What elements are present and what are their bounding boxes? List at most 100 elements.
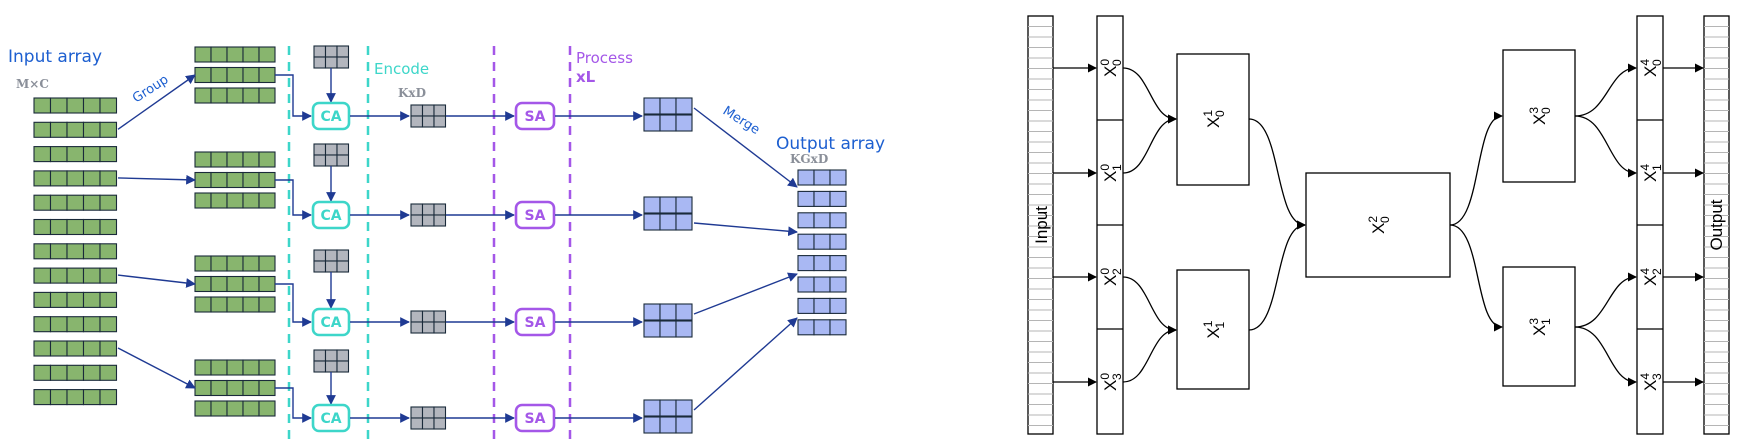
processed-row bbox=[643, 303, 693, 321]
left-diagram: Input array M×C Group Encode KxD Process… bbox=[8, 45, 885, 440]
token-row bbox=[313, 349, 350, 362]
ca-node bbox=[311, 307, 351, 337]
process-repeat-label: xL bbox=[576, 68, 596, 86]
input-array bbox=[33, 97, 118, 406]
processed-row bbox=[643, 416, 693, 434]
group-row bbox=[194, 192, 276, 209]
output-row bbox=[797, 276, 847, 293]
output-stripes bbox=[1704, 26, 1729, 426]
ca-node-label: CA bbox=[320, 315, 341, 331]
input-row bbox=[33, 364, 118, 381]
group-row bbox=[194, 46, 276, 63]
latent-array bbox=[410, 310, 447, 334]
node-label-x0-2: X02 bbox=[1098, 268, 1124, 286]
latent-row bbox=[410, 104, 447, 117]
output-row bbox=[797, 212, 847, 229]
sa-node bbox=[514, 200, 556, 230]
group-label: Group bbox=[130, 72, 171, 106]
group-arrow bbox=[117, 274, 196, 288]
group-to-ca-arrow bbox=[275, 387, 312, 423]
processed-array bbox=[643, 303, 693, 338]
latent-row bbox=[410, 417, 447, 430]
latent-row bbox=[410, 310, 447, 323]
merge-arrow bbox=[693, 222, 798, 237]
x3-0-block bbox=[1502, 49, 1576, 183]
token-row bbox=[313, 360, 350, 373]
x3-1-block bbox=[1502, 266, 1576, 387]
input-stripes bbox=[1028, 26, 1053, 426]
ca-node bbox=[311, 101, 351, 131]
group-to-ca-arrow bbox=[275, 74, 312, 121]
node-label-x1-1: X11 bbox=[1201, 320, 1227, 338]
node-label-x3-1: X31 bbox=[1527, 318, 1553, 336]
sa-node-label: SA bbox=[525, 315, 546, 331]
node-label-x3-0: X30 bbox=[1527, 107, 1553, 125]
node-label-x0-3: X03 bbox=[1098, 373, 1124, 391]
node-label-x4-3: X43 bbox=[1638, 373, 1664, 391]
merge-arrow bbox=[693, 317, 798, 411]
input-row bbox=[33, 218, 118, 236]
group-row bbox=[194, 171, 276, 189]
ca-node bbox=[311, 200, 351, 230]
group-to-ca-arrow bbox=[275, 283, 312, 327]
group-row bbox=[194, 379, 276, 397]
output-row bbox=[797, 255, 847, 272]
node-label-x4-2: X42 bbox=[1638, 268, 1664, 286]
right-connections bbox=[1122, 63, 1637, 387]
input-row bbox=[33, 194, 118, 211]
sa-node bbox=[514, 403, 556, 433]
input-array-label: Input array bbox=[8, 47, 102, 67]
sa-node-label: SA bbox=[525, 411, 546, 427]
input-row bbox=[33, 291, 118, 308]
output-column-label: Output bbox=[1707, 199, 1726, 250]
group-row bbox=[194, 255, 276, 272]
group-arrow bbox=[117, 174, 196, 185]
group-row bbox=[194, 296, 276, 313]
node-label-x0-1: X01 bbox=[1098, 164, 1124, 182]
processed-array bbox=[643, 399, 693, 434]
processed-row bbox=[643, 213, 693, 231]
merge-arrow bbox=[693, 107, 798, 188]
sa-node bbox=[514, 101, 556, 131]
group-to-ca-arrow bbox=[275, 179, 312, 220]
input-row bbox=[33, 170, 118, 187]
sa-node-label: SA bbox=[525, 208, 546, 224]
query-token bbox=[313, 249, 350, 273]
processed-array bbox=[643, 196, 693, 231]
ca-node-label: CA bbox=[320, 109, 341, 125]
group-row bbox=[194, 400, 276, 417]
output-row bbox=[797, 169, 847, 186]
input-row bbox=[33, 146, 118, 163]
latent-row bbox=[410, 321, 447, 334]
x1-1-block bbox=[1176, 269, 1250, 390]
query-token bbox=[313, 143, 350, 167]
latent-row bbox=[410, 406, 447, 419]
node-label-x4-1: X41 bbox=[1638, 164, 1664, 182]
input-column bbox=[1027, 15, 1054, 435]
input-row bbox=[33, 267, 118, 284]
input-column-label: Input bbox=[1032, 206, 1051, 244]
group-row bbox=[194, 275, 276, 293]
latent-array bbox=[410, 104, 447, 128]
latent-row bbox=[410, 214, 447, 227]
output-dim-label: KGxD bbox=[790, 152, 828, 166]
output-row bbox=[797, 190, 847, 207]
input-row bbox=[33, 340, 118, 357]
encode-label: Encode bbox=[374, 60, 429, 78]
processed-row bbox=[643, 320, 693, 338]
ca-node-label: CA bbox=[320, 411, 341, 427]
ca-node-label: CA bbox=[320, 208, 341, 224]
latent-row bbox=[410, 203, 447, 216]
output-row bbox=[797, 297, 847, 314]
group-arrow bbox=[117, 347, 196, 389]
processed-row bbox=[643, 114, 693, 132]
group-row bbox=[194, 66, 276, 84]
node-label-x1-0: X10 bbox=[1201, 110, 1227, 128]
query-token bbox=[313, 45, 350, 69]
token-row bbox=[313, 56, 350, 69]
x1-0-block bbox=[1176, 53, 1250, 186]
input-dim-label: M×C bbox=[16, 77, 49, 91]
